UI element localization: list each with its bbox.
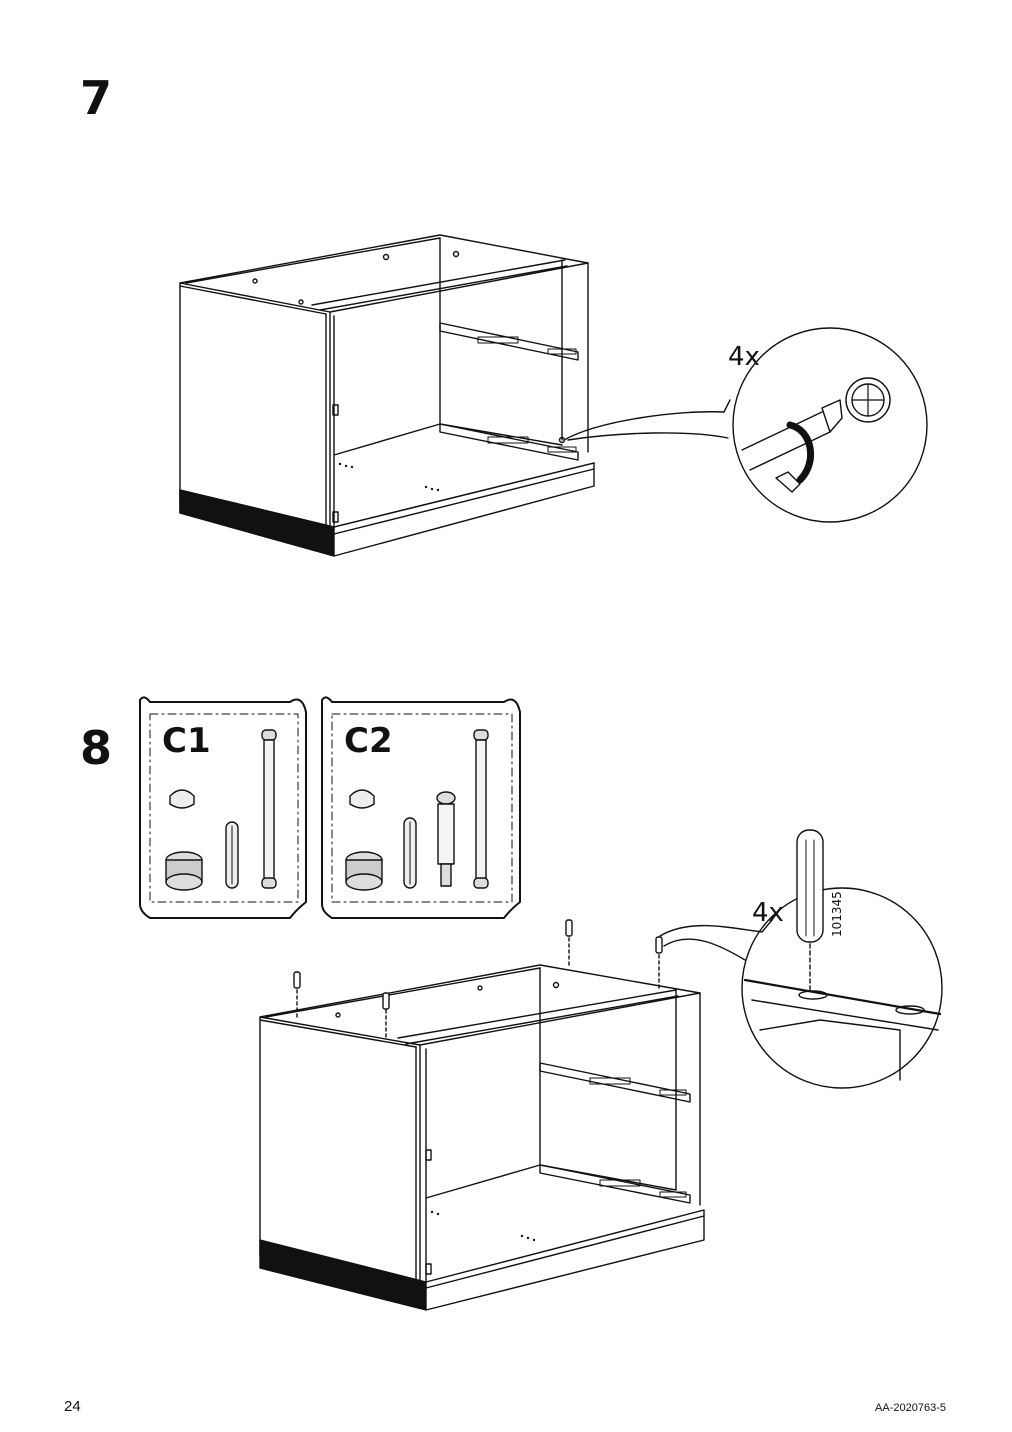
- step-8-cabinet: [259, 919, 705, 1311]
- screwdriver-icon: [741, 399, 843, 484]
- wooden-dowel-icon: [796, 829, 824, 991]
- rotation-arrow-icon: [775, 471, 801, 493]
- connector-bolt-icon: [473, 729, 489, 889]
- step-7-quantity: 4x: [728, 342, 760, 372]
- part-number: 101345: [830, 891, 844, 937]
- step-8-number: 8: [80, 721, 113, 775]
- step-7-number: 7: [80, 71, 113, 125]
- plastic-cap-icon: [349, 789, 375, 809]
- connector-bolt-icon: [261, 729, 277, 889]
- step-7-callout: 4x: [563, 327, 928, 523]
- cam-lock-icon: [845, 377, 891, 423]
- cam-lock-icon: [165, 851, 203, 891]
- connector-bolt-icon: [436, 791, 456, 887]
- kit-c1: C1: [139, 696, 307, 919]
- document-code: AA-2020763-5: [875, 1402, 946, 1414]
- cam-lock-icon: [345, 851, 383, 891]
- wooden-dowel-icon: [293, 919, 663, 1041]
- page-number: 24: [64, 1398, 81, 1415]
- step-7-cabinet: [179, 234, 595, 557]
- kit-c1-label: C1: [162, 721, 211, 761]
- wooden-dowel-icon: [403, 817, 417, 889]
- wooden-dowel-icon: [225, 821, 239, 889]
- kit-c2-label: C2: [344, 721, 393, 761]
- step-8-callout: 4x 101345: [659, 829, 943, 1089]
- kit-c2: C2: [321, 696, 521, 919]
- step-8-quantity: 4x: [752, 898, 784, 928]
- plastic-cap-icon: [169, 789, 195, 809]
